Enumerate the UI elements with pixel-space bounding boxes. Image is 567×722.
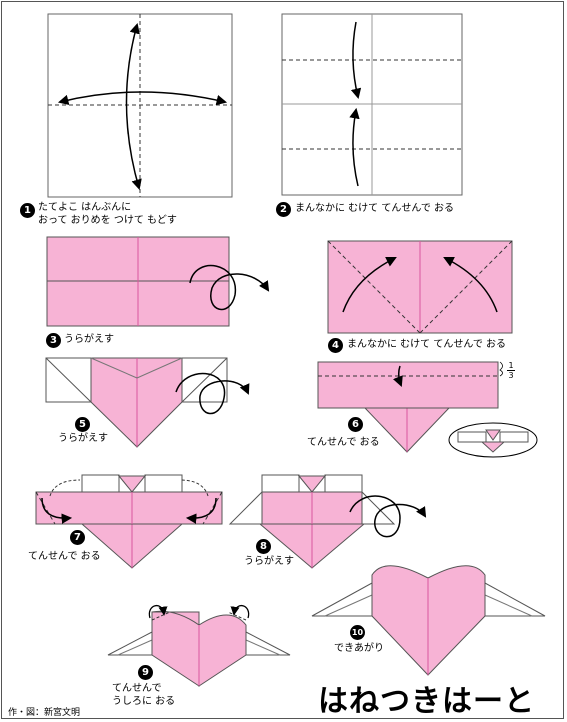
- step-5-instruction: うらがえす: [58, 433, 108, 444]
- step-10-instruction: できあがり: [334, 643, 384, 654]
- step-9-instruction-line-1: てんせんで: [112, 683, 162, 694]
- step-1-instruction-line-1: たてよこ はんぶんに: [38, 202, 132, 213]
- one-third-fraction: 1 3: [507, 361, 515, 380]
- author-credit: 作・図：新宮文明: [8, 708, 81, 718]
- step-7-illustration: [35, 474, 223, 569]
- step-number-8: 8: [256, 539, 271, 554]
- step-1-illustration: [47, 13, 233, 198]
- step-number-1: 1: [20, 203, 35, 218]
- step-6-illustration: [317, 361, 538, 458]
- step-4-instruction: まんなかに むけて てんせんで おる: [347, 339, 507, 350]
- step-2-instruction: まんなかに むけて てんせんで おる: [295, 203, 455, 214]
- step-2-illustration: [281, 13, 463, 196]
- step-number-7: 7: [70, 530, 85, 545]
- step-number-9: 9: [138, 665, 153, 680]
- step-number-4: 4: [328, 338, 343, 353]
- step-9-illustration: [107, 605, 291, 687]
- step-number-5: 5: [75, 417, 90, 432]
- fraction-numerator: 1: [508, 361, 514, 370]
- step-4-illustration: [327, 240, 513, 334]
- step-9-instruction-line-2: うしろに おる: [112, 696, 176, 707]
- fraction-denominator: 3: [507, 370, 515, 380]
- step-6-instruction: てんせんで おる: [307, 437, 380, 448]
- step-1-instruction-line-2: おって おりめを つけて もどす: [38, 215, 177, 226]
- step-3-illustration: [46, 236, 270, 327]
- step-3-instruction: うらがえす: [64, 334, 114, 345]
- step-8-illustration: [228, 474, 427, 569]
- step-10-illustration: [311, 565, 546, 676]
- step-number-6: 6: [348, 417, 363, 432]
- step-number-10: 10: [350, 625, 365, 640]
- step-8-instruction: うらがえす: [244, 556, 294, 567]
- step-number-2: 2: [276, 202, 291, 217]
- diagram-title: はねつきはーと: [318, 684, 535, 719]
- step-number-3: 3: [46, 333, 61, 348]
- step-5-illustration: [45, 357, 250, 448]
- step-7-instruction: てんせんで おる: [28, 551, 101, 562]
